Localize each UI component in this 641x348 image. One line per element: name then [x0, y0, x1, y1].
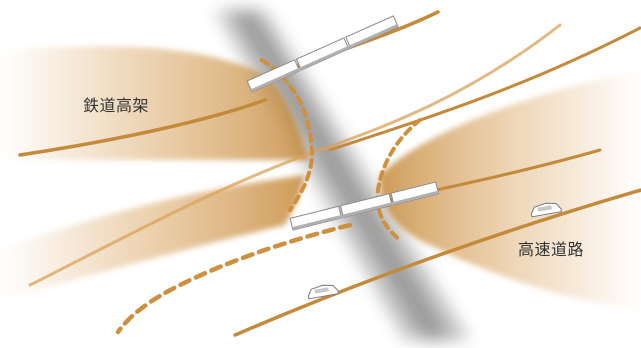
- mid-line-right: [328, 26, 641, 152]
- train-upper-car-3: [345, 15, 399, 49]
- road-line-lower: [233, 188, 641, 337]
- train-lower: [289, 181, 440, 231]
- dashed-boundaries: [115, 58, 422, 335]
- dashed-arc-left: [260, 58, 315, 212]
- rail-band-upper: [0, 46, 310, 161]
- road-band-right: [379, 70, 641, 310]
- mid-line-left: [28, 23, 562, 287]
- dashed-lower-trail: [115, 222, 353, 335]
- train-upper: [246, 15, 399, 93]
- train-lower-car-3: [390, 181, 440, 206]
- car-icon: [530, 202, 563, 218]
- car-icon: [307, 284, 340, 300]
- rail-line-lower: [18, 98, 267, 157]
- train-lower-car-2: [339, 193, 393, 219]
- road-band-lower-left: [0, 175, 305, 300]
- label-highway: 高速道路: [518, 240, 585, 259]
- train-upper-car-2: [295, 37, 350, 71]
- dashed-arc-right: [375, 118, 422, 242]
- label-railway-viaduct: 鉄道高架: [83, 96, 150, 115]
